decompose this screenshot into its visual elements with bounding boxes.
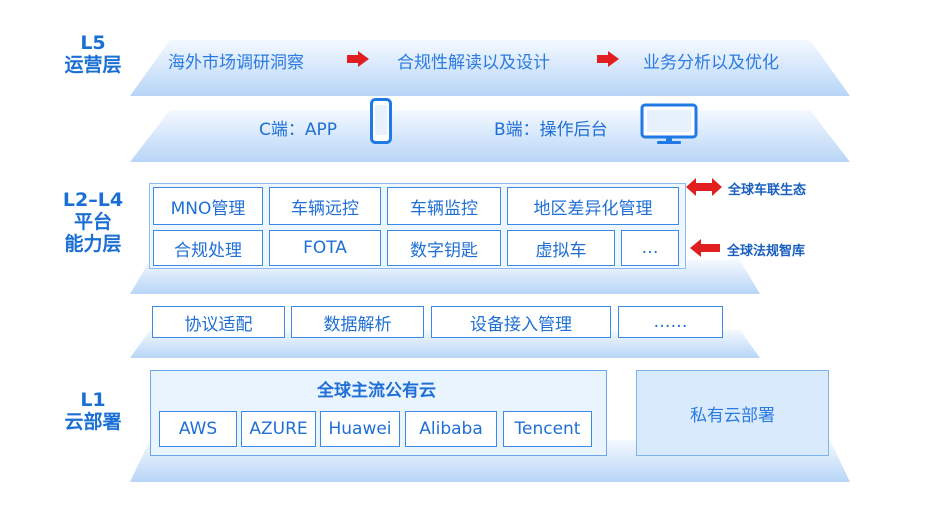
provider-azure: AZURE <box>241 411 316 447</box>
capability-more: … <box>621 230 679 266</box>
layer-label-l2-l4: L2–L4 平台 能力层 <box>53 189 133 256</box>
layer-l1-code: L1 <box>80 389 106 411</box>
capability-compliance: 合规处理 <box>153 230 263 266</box>
provider-huawei: Huawei <box>320 411 400 447</box>
smartphone-icon <box>370 98 392 144</box>
capability-virtual-car: 虚拟车 <box>507 230 615 266</box>
access-device-management: 设备接入管理 <box>431 306 611 338</box>
provider-aws: AWS <box>159 411 237 447</box>
capability-mno-management: MNO管理 <box>153 187 263 225</box>
private-cloud-box: 私有云部署 <box>636 370 829 456</box>
layer-l2-l4-code: L2–L4 <box>62 189 124 211</box>
capability-fota: FOTA <box>269 230 381 266</box>
flow-step-compliance: 合规性解读以及设计 <box>397 53 550 73</box>
side-note-ecosystem: 全球车联生态 <box>728 183 807 198</box>
capability-remote-control: 车辆远控 <box>269 187 381 225</box>
capability-digital-key: 数字钥匙 <box>387 230 501 266</box>
layer-l5-name: 运营层 <box>64 53 122 76</box>
access-protocol-adaptation: 协议适配 <box>152 306 285 338</box>
access-more: …… <box>618 306 723 338</box>
layer-l5-code: L5 <box>80 32 106 54</box>
flow-step-market-research: 海外市场调研洞察 <box>168 53 304 73</box>
layer-label-l1: L1 云部署 <box>58 389 128 434</box>
capability-regional-management: 地区差异化管理 <box>507 187 679 225</box>
flow-step-business-analysis: 业务分析以及优化 <box>643 53 779 73</box>
client-plate <box>130 110 850 162</box>
operations-plate <box>130 40 850 96</box>
capability-vehicle-monitoring: 车辆监控 <box>387 187 501 225</box>
double-arrow-icon <box>686 178 722 196</box>
provider-alibaba: Alibaba <box>405 411 497 447</box>
layer-l1-name: 云部署 <box>64 410 122 433</box>
left-arrow-icon <box>690 239 720 257</box>
layer-l2-l4-name-2: 能力层 <box>64 232 122 255</box>
b-end-console-label: B端：操作后台 <box>494 120 608 140</box>
right-arrow-icon <box>347 51 369 67</box>
c-end-app-label: C端：APP <box>259 120 338 140</box>
access-data-parsing: 数据解析 <box>291 306 424 338</box>
layer-label-l5: L5 运营层 <box>58 32 128 77</box>
monitor-icon <box>640 103 698 144</box>
right-arrow-icon <box>597 51 619 67</box>
provider-tencent: Tencent <box>503 411 592 447</box>
public-cloud-title: 全球主流公有云 <box>317 381 436 401</box>
layer-l2-l4-name-1: 平台 <box>73 210 112 233</box>
side-note-regulations: 全球法规智库 <box>727 244 806 259</box>
